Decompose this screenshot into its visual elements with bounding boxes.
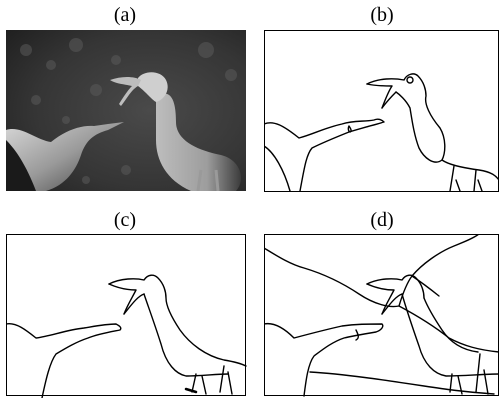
albatross-right: [156, 93, 241, 191]
contour-map-b: [264, 30, 499, 192]
contour-map-c: [6, 234, 247, 398]
panel-a-label: (a): [113, 4, 137, 26]
panel-b-contours: [264, 30, 499, 193]
albatross-left: [6, 122, 124, 191]
panel-d-label: (d): [370, 209, 394, 231]
panel-d-contours: [264, 234, 499, 398]
panel-b-label: (b): [370, 4, 394, 26]
panel-c-contours: [6, 234, 247, 398]
contour-map-d: [264, 234, 499, 397]
albatross-photo: [6, 30, 246, 191]
panel-a-photo: [6, 30, 246, 191]
panel-c-label: (c): [113, 209, 137, 231]
